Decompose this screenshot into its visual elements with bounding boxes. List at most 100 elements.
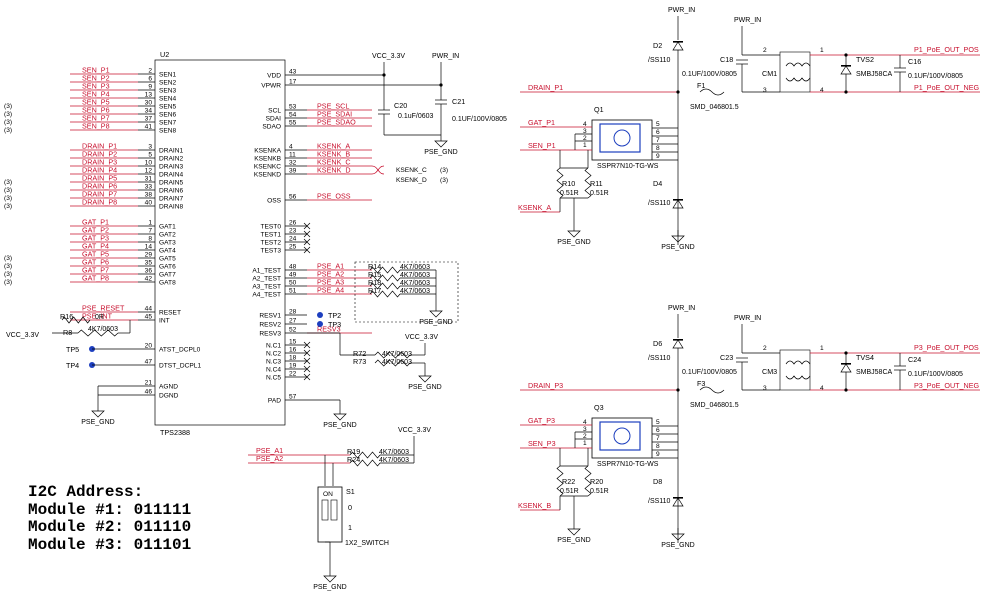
dnp-box — [354, 261, 459, 323]
vpwr-dot — [439, 83, 443, 87]
port-3-q-pin-r7: 7 — [656, 435, 660, 442]
i2c-address-module-1: Module #1: 011111 — [28, 500, 192, 519]
u2-pin-name-RESV2: RESV2 — [259, 322, 281, 329]
u2-pin-name-KSENKB: KSENKB — [254, 156, 281, 163]
net-label-PSE_SDAO: PSE_SDAO — [317, 118, 356, 127]
u2-pin-name-GAT4: GAT4 — [159, 248, 176, 255]
port-3-cm-pin2: 2 — [763, 345, 767, 352]
u2-pin-name-SEN4: SEN4 — [159, 96, 177, 103]
port-3-cm-pin1: 1 — [820, 345, 824, 352]
u2-pin-name-N.C3: N.C3 — [266, 359, 281, 366]
u2-pin-num-17: 17 — [289, 79, 297, 86]
port-3-fuse-ref: F3 — [697, 379, 705, 388]
agnd-gnd-symbol-label: PSE_GND — [81, 419, 114, 426]
net-label-GAT_P5: GAT_P5 — [82, 250, 109, 259]
port-3-tvs-dot1 — [844, 351, 848, 355]
port-3-rb-ref: R20 — [590, 477, 603, 486]
port-1-d-bot-ref: D4 — [653, 179, 662, 188]
port-3-q-pin-r5: 5 — [656, 419, 660, 426]
addr-resistor-0 — [369, 266, 401, 274]
port-3-sen-label: SEN_P3 — [528, 439, 556, 448]
r73-resistor — [374, 359, 411, 367]
r8-resistor — [77, 329, 119, 337]
page-ref-3: (3) — [4, 127, 12, 134]
page-ref-10: (3) — [4, 271, 12, 278]
u2-pin-name-SEN1: SEN1 — [159, 72, 177, 79]
u2-pin-num-38: 38 — [145, 192, 153, 199]
port-1-tvs-ref: TVS2 — [856, 55, 874, 64]
u2-pin-num-27: 27 — [289, 318, 297, 325]
u2-pin-name-KSENKA: KSENKA — [254, 148, 281, 155]
u2-pin-name-TEST1: TEST1 — [260, 232, 281, 239]
u2-pin-name-GAT7: GAT7 — [159, 272, 176, 279]
port-3-rb-val: 0.51R — [590, 488, 609, 495]
port-3-diode-bot — [672, 497, 684, 507]
r24-ref: R24 — [347, 455, 360, 464]
u2-pin-name-N.C2: N.C2 — [266, 351, 281, 358]
u2-pin-name-RESET: RESET — [159, 310, 181, 317]
addr-gnd-symbol-label: PSE_GND — [419, 319, 452, 326]
pse-a1-label: PSE_A1 — [256, 446, 283, 455]
u2-pin-name-GAT3: GAT3 — [159, 240, 176, 247]
port-1-tvs-dot1 — [844, 53, 848, 57]
port-3-q-pin-r8: 8 — [656, 443, 660, 450]
no-connect-mark-2-x — [303, 238, 311, 246]
vcc-sw-label: VCC_3.3V — [398, 427, 431, 434]
i2c-address-module-2: Module #2: 011110 — [28, 518, 192, 536]
u2-pin-num-11: 11 — [289, 152, 296, 159]
c21-ref: C21 — [452, 97, 465, 106]
port-1-mosfet-circle — [613, 129, 631, 147]
port-3-cm-box — [779, 349, 811, 391]
u2-pin-num-52: 52 — [289, 327, 297, 334]
u2-pin-name-SEN3: SEN3 — [159, 88, 177, 95]
port-1-d-top-ref: D2 — [653, 41, 662, 50]
port-3-rs-a — [556, 465, 564, 497]
vcc-label: VCC_3.3V — [372, 53, 405, 60]
u2-pin-num-42: 42 — [145, 276, 153, 283]
u2-pin-num-31: 31 — [145, 176, 153, 183]
port-3-pwr-in: PWR_IN — [668, 305, 695, 312]
page-ref-11: (3) — [4, 279, 12, 286]
u2-pin-num-33: 33 — [145, 184, 153, 191]
net-label-PSE_SCL: PSE_SCL — [317, 102, 349, 111]
u2-pin-name-KSENKD: KSENKD — [254, 172, 281, 179]
net-label-KSENK_D: KSENK_D — [317, 166, 351, 175]
u2-body — [154, 59, 286, 426]
u2-pin-num-8: 8 — [148, 236, 152, 243]
u2-pin-name-INT: INT — [159, 318, 170, 325]
port-1-out-neg: P1_PoE_OUT_NEG — [914, 83, 980, 92]
u2-pin-name-SEN6: SEN6 — [159, 112, 177, 119]
u2-pin-name-A3_TEST: A3_TEST — [252, 284, 281, 291]
i2c-address-note: I2C Address: Module #1: 011111 Module #2… — [28, 483, 192, 554]
port-3-fuse — [699, 386, 725, 394]
u2-pin-name-N.C5: N.C5 — [266, 375, 281, 382]
port-1-q-pin-r9: 9 — [656, 153, 660, 160]
u2-pin-name-N.C4: N.C4 — [266, 367, 281, 374]
port-1-q-pin-r7: 7 — [656, 137, 660, 144]
port-3-tvs-val: SMBJ58CA — [856, 369, 893, 376]
port-1-sen-label: SEN_P1 — [528, 141, 556, 150]
tp2-label: TP2 — [328, 311, 341, 320]
r19-ref: R19 — [347, 447, 360, 456]
r73-gnd-symbol — [418, 375, 432, 383]
u2-pin-name-VPWR: VPWR — [261, 83, 281, 90]
u2-cap-gnd-symbol-label: PSE_GND — [424, 149, 457, 156]
u2-pin-name-OSS: OSS — [267, 198, 282, 205]
page-ref-8: (3) — [4, 255, 12, 262]
port-3-d-top-ref: D6 — [653, 339, 662, 348]
u2-pin-name-DRAIN3: DRAIN3 — [159, 164, 184, 171]
r73-gnd-symbol-label: PSE_GND — [408, 384, 441, 391]
port-3-out-pos: P3_PoE_OUT_POS — [914, 343, 979, 352]
u2-pin-name-N.C1: N.C1 — [266, 343, 281, 350]
net-label-PSE_A4: PSE_A4 — [317, 286, 344, 295]
addr-res-val-1: 4K7/0603 — [400, 272, 430, 279]
port-1-cm-pin4: 4 — [820, 87, 824, 94]
addr-res-ref-2: R18 — [368, 278, 381, 287]
u2-pin-num-39: 39 — [289, 168, 297, 175]
net-label-DRAIN_P6: DRAIN_P6 — [82, 182, 117, 191]
u2-pin-num-24: 24 — [289, 236, 297, 243]
net-label-GAT_P1: GAT_P1 — [82, 218, 109, 227]
port-1-c-a-val: 0.1UF/100V/0805 — [682, 71, 737, 78]
port-3-tvs-dot2 — [844, 388, 848, 392]
port-3-ra-val: 0.51R — [560, 488, 579, 495]
